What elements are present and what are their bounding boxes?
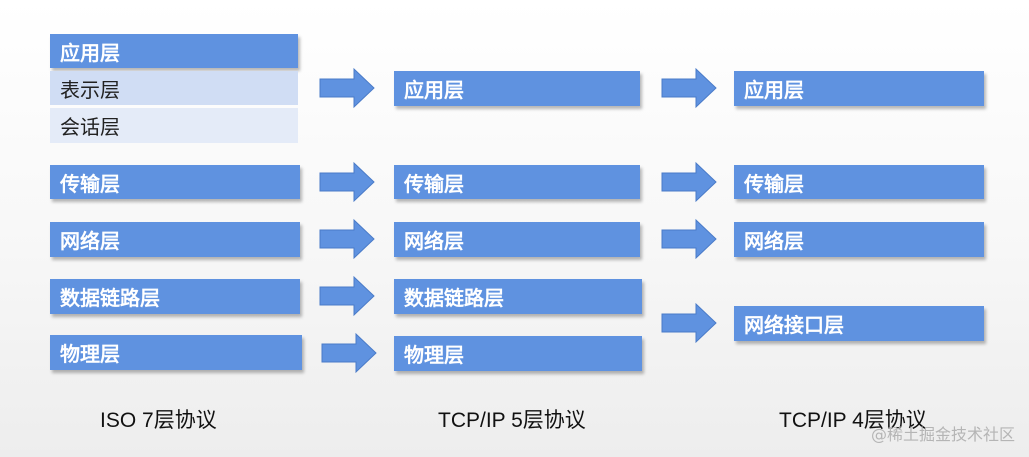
tcpip5-layer-transport: 传输层 <box>394 165 640 199</box>
tcpip4-layer-application: 应用层 <box>734 71 984 106</box>
osi-layer-network: 网络层 <box>50 222 300 257</box>
tcpip4-layer-network: 网络层 <box>734 222 984 257</box>
osi-layer-physical: 物理层 <box>50 335 302 370</box>
osi-layer-application: 应用层 <box>50 34 298 68</box>
right-arrow-icon <box>318 161 376 203</box>
osi-caption: ISO 7层协议 <box>100 409 217 432</box>
tcpip4-caption: TCP/IP 4层协议 <box>779 409 927 432</box>
tcpip4-layer-network-interface: 网络接口层 <box>734 306 984 341</box>
right-arrow-icon <box>660 161 718 203</box>
tcpip5-caption: TCP/IP 5层协议 <box>438 409 586 432</box>
tcpip4-layer-transport: 传输层 <box>734 165 984 199</box>
right-arrow-icon <box>318 275 376 317</box>
tcpip5-layer-physical: 物理层 <box>394 336 642 371</box>
right-arrow-icon <box>320 332 378 374</box>
osi-layer-transport: 传输层 <box>50 165 300 199</box>
osi-layer-data-link: 数据链路层 <box>50 279 300 314</box>
right-arrow-icon <box>318 218 376 260</box>
watermark: @稀土掘金技术社区 <box>870 425 1015 444</box>
tcpip5-layer-network: 网络层 <box>394 222 640 257</box>
osi-layer-presentation: 表示层 <box>50 71 298 105</box>
osi-layer-session: 会话层 <box>50 108 298 143</box>
right-arrow-icon <box>660 302 718 344</box>
right-arrow-icon <box>660 67 718 109</box>
tcpip5-layer-data-link: 数据链路层 <box>394 279 642 314</box>
tcpip5-layer-application: 应用层 <box>394 71 640 106</box>
right-arrow-icon <box>318 67 376 109</box>
right-arrow-icon <box>660 218 718 260</box>
